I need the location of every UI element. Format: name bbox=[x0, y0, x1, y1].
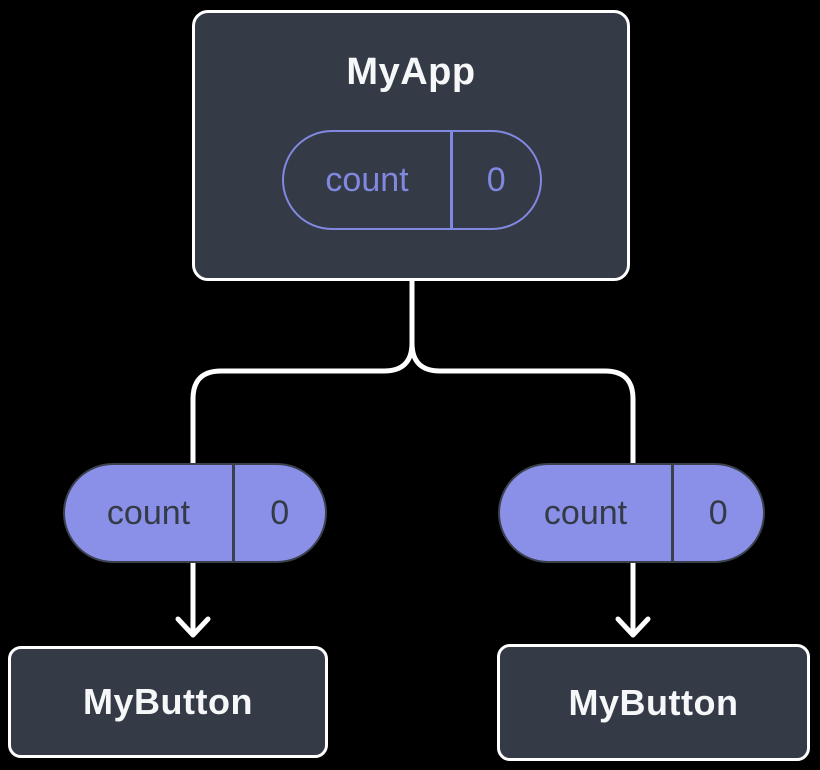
pill-divider bbox=[450, 132, 453, 228]
connector-left-branch bbox=[190, 276, 415, 632]
prop-name: count bbox=[543, 493, 628, 532]
component-title: MyButton bbox=[83, 681, 253, 722]
prop-value: 0 bbox=[270, 493, 290, 532]
component-node-mybutton-left: MyButton bbox=[8, 646, 328, 758]
connector-right-branch bbox=[409, 276, 636, 632]
arrowhead-right-icon bbox=[615, 616, 651, 638]
component-node-myapp: MyApp count 0 bbox=[192, 10, 630, 281]
pill-divider bbox=[232, 465, 235, 561]
pill-divider bbox=[671, 465, 674, 561]
prop-pill-left: count 0 bbox=[63, 463, 327, 563]
arrowhead-left-icon bbox=[175, 616, 211, 638]
state-name: count bbox=[325, 160, 409, 199]
state-value: 0 bbox=[486, 160, 506, 199]
component-node-mybutton-right: MyButton bbox=[497, 644, 810, 761]
component-title: MyApp bbox=[346, 51, 476, 93]
prop-value: 0 bbox=[708, 493, 728, 532]
component-title: MyButton bbox=[568, 681, 739, 723]
prop-name: count bbox=[106, 493, 191, 532]
prop-pill-right: count 0 bbox=[498, 463, 765, 563]
state-pill-root: count 0 bbox=[282, 130, 542, 230]
